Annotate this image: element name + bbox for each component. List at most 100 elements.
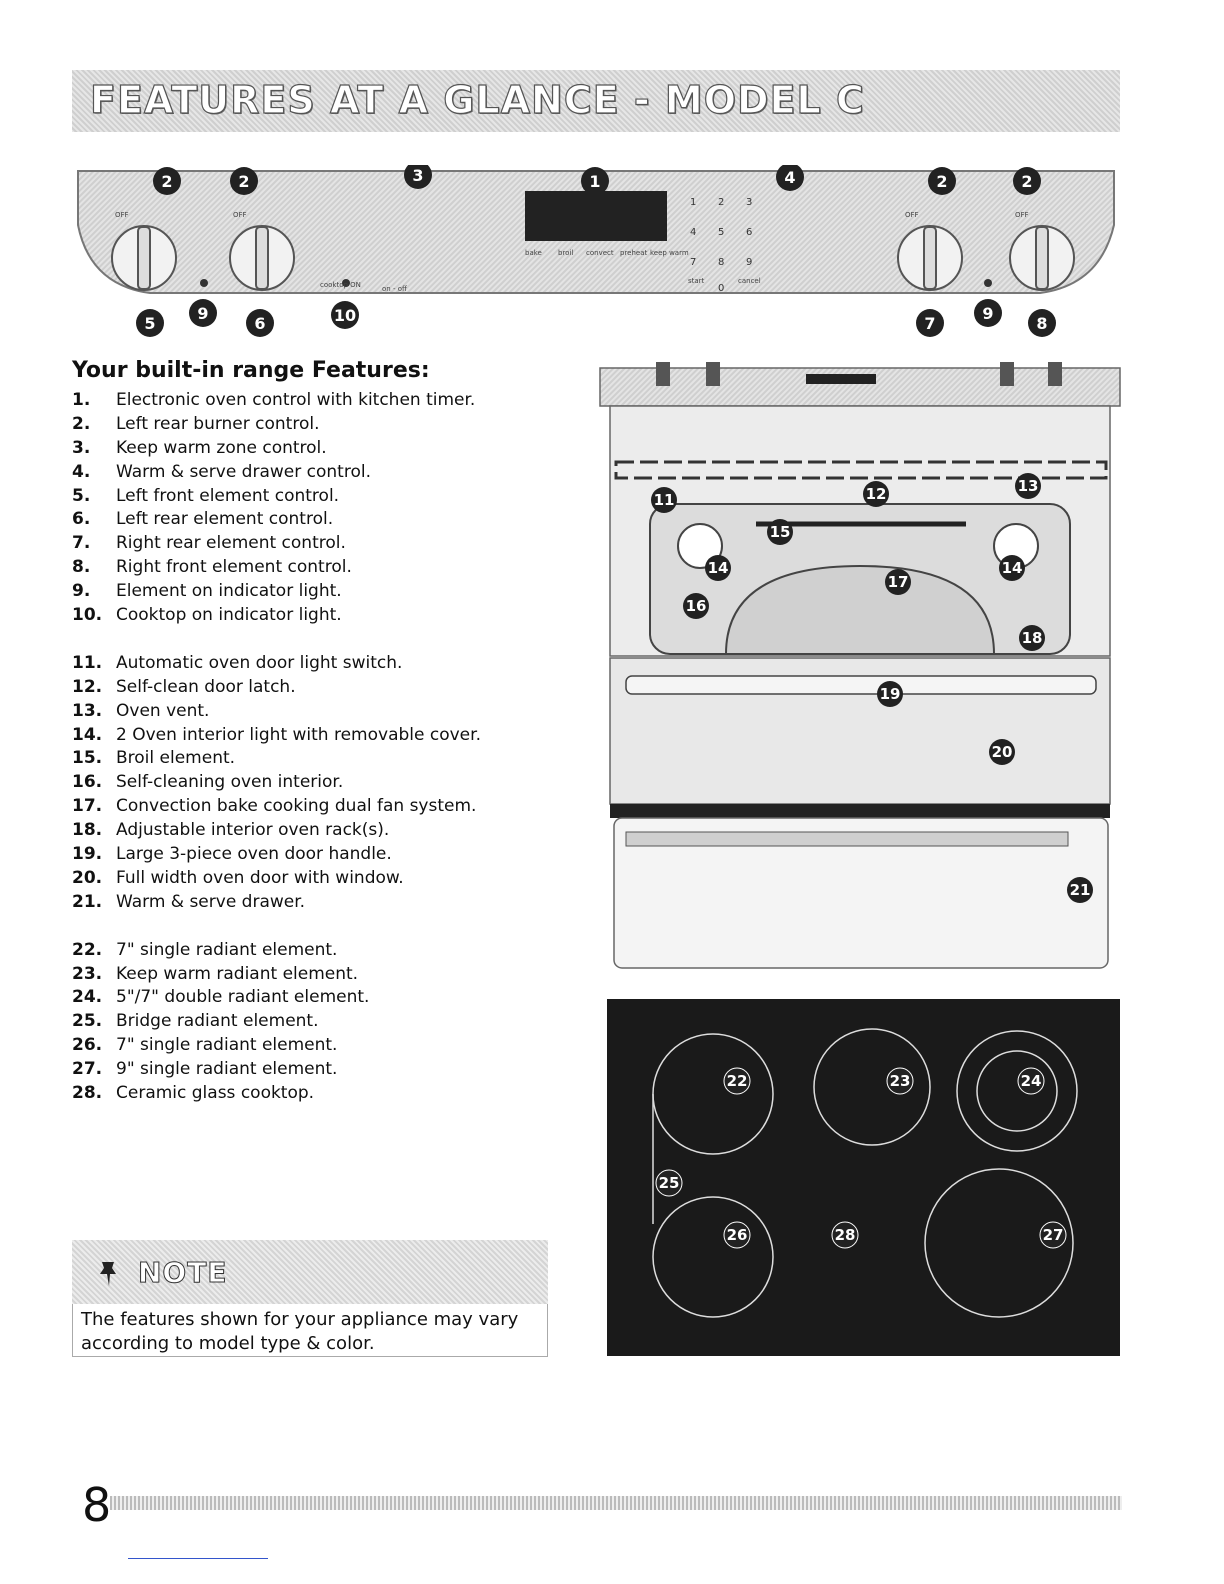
svg-text:start: start xyxy=(688,277,705,285)
list-item: 25.Bridge radiant element. xyxy=(72,1011,319,1032)
callout-28: 28 xyxy=(831,1221,859,1249)
svg-text:14: 14 xyxy=(708,559,729,577)
callout-12: 12 xyxy=(863,481,889,507)
svg-text:18: 18 xyxy=(1022,629,1043,647)
note-header: NOTE xyxy=(72,1240,548,1304)
svg-text:OFF: OFF xyxy=(115,211,129,219)
svg-text:convect: convect xyxy=(586,249,614,257)
callout-3: 3 xyxy=(404,165,432,189)
svg-text:2: 2 xyxy=(1021,172,1032,191)
list-item: 21.Warm & serve drawer. xyxy=(72,891,306,912)
svg-text:2: 2 xyxy=(238,172,249,191)
svg-text:OFF: OFF xyxy=(1015,211,1029,219)
svg-text:3: 3 xyxy=(412,166,423,185)
svg-text:20: 20 xyxy=(992,743,1013,761)
svg-text:6: 6 xyxy=(254,314,265,333)
features-list-controls: 1.Electronic oven control with kitchen t… xyxy=(72,389,572,628)
callout-25: 25 xyxy=(655,1169,683,1197)
callout-16: 16 xyxy=(683,593,709,619)
page-title: FEATURES AT A GLANCE - MODEL C xyxy=(89,77,865,122)
svg-text:preheat: preheat xyxy=(620,249,648,257)
list-item: 6.Left rear element control. xyxy=(72,509,334,530)
callout-27: 27 xyxy=(1039,1221,1067,1249)
svg-text:15: 15 xyxy=(770,523,791,541)
callout-23: 23 xyxy=(886,1067,914,1095)
list-item: 18.Adjustable interior oven rack(s). xyxy=(72,820,390,841)
svg-text:28: 28 xyxy=(835,1226,856,1244)
section-banner: FEATURES AT A GLANCE - MODEL C xyxy=(72,70,1120,132)
callout-18: 18 xyxy=(1019,625,1045,651)
knob-right-rear xyxy=(897,225,963,291)
callout-14a: 14 xyxy=(705,555,731,581)
svg-text:9: 9 xyxy=(746,257,752,268)
svg-text:25: 25 xyxy=(659,1174,680,1192)
list-item: 16.Self-cleaning oven interior. xyxy=(72,772,344,793)
callout-2c: 2 xyxy=(928,167,956,195)
svg-text:21: 21 xyxy=(1070,881,1091,899)
list-item: 3.Keep warm zone control. xyxy=(72,437,327,458)
svg-text:6: 6 xyxy=(746,227,752,238)
list-item: 22.7" single radiant element. xyxy=(72,939,338,960)
svg-text:1: 1 xyxy=(690,197,696,208)
callout-22: 22 xyxy=(723,1067,751,1095)
callout-1: 1 xyxy=(581,167,609,195)
list-item: 19.Large 3-piece oven door handle. xyxy=(72,844,392,865)
list-item: 27.9" single radiant element. xyxy=(72,1059,338,1080)
list-item: 10.Cooktop on indicator light. xyxy=(72,605,342,626)
callout-21: 21 xyxy=(1067,877,1093,903)
callout-4: 4 xyxy=(776,165,804,191)
svg-text:9: 9 xyxy=(982,304,993,323)
svg-text:14: 14 xyxy=(1002,559,1023,577)
svg-text:cooktop ON: cooktop ON xyxy=(320,281,361,289)
svg-text:5: 5 xyxy=(144,314,155,333)
callout-24: 24 xyxy=(1017,1067,1045,1095)
svg-text:cancel: cancel xyxy=(738,277,761,285)
knob-right-front xyxy=(1009,225,1075,291)
svg-text:27: 27 xyxy=(1043,1226,1064,1244)
svg-text:8: 8 xyxy=(1036,314,1047,333)
note-box: NOTE The features shown for your applian… xyxy=(72,1240,548,1358)
pushpin-icon xyxy=(100,1262,116,1286)
svg-text:2: 2 xyxy=(936,172,947,191)
knob-left-front xyxy=(111,225,177,291)
svg-text:10: 10 xyxy=(334,306,356,325)
knob-left-rear xyxy=(229,225,295,291)
callout-2d: 2 xyxy=(1013,167,1041,195)
svg-text:OFF: OFF xyxy=(905,211,919,219)
callout-6: 6 xyxy=(246,309,274,337)
svg-text:bake: bake xyxy=(525,249,542,257)
list-item: 15.Broil element. xyxy=(72,748,236,769)
page-number: 8 xyxy=(82,1478,112,1532)
callout-9a: 9 xyxy=(189,299,217,327)
list-item: 23.Keep warm radiant element. xyxy=(72,963,359,984)
svg-text:7: 7 xyxy=(924,314,935,333)
svg-text:4: 4 xyxy=(690,227,696,238)
svg-text:17: 17 xyxy=(888,573,909,591)
list-item: 8.Right front element control. xyxy=(72,557,352,578)
callout-15: 15 xyxy=(767,519,793,545)
features-list-oven: 11.Automatic oven door light switch. 12.… xyxy=(72,652,572,915)
list-item: 11.Automatic oven door light switch. xyxy=(72,652,403,673)
callout-26: 26 xyxy=(723,1221,751,1249)
callout-19: 19 xyxy=(877,681,903,707)
list-item: 14.2 Oven interior light with removable … xyxy=(72,724,481,745)
list-item: 26.7" single radiant element. xyxy=(72,1035,338,1056)
svg-text:7: 7 xyxy=(690,257,696,268)
list-item: 28.Ceramic glass cooktop. xyxy=(72,1083,315,1104)
callout-17: 17 xyxy=(885,569,911,595)
svg-text:24: 24 xyxy=(1021,1072,1042,1090)
svg-text:1: 1 xyxy=(589,172,600,191)
list-item: 1.Electronic oven control with kitchen t… xyxy=(72,390,476,410)
svg-text:9: 9 xyxy=(197,304,208,323)
callout-20: 20 xyxy=(989,739,1015,765)
svg-text:on - off: on - off xyxy=(382,285,407,293)
svg-text:22: 22 xyxy=(727,1072,748,1090)
svg-text:26: 26 xyxy=(727,1226,748,1244)
svg-text:keep warm: keep warm xyxy=(650,249,689,257)
features-list-cooktop: 22.7" single radiant element. 23.Keep wa… xyxy=(72,939,572,1106)
note-body: The features shown for your appliance ma… xyxy=(72,1304,548,1357)
svg-text:23: 23 xyxy=(890,1072,911,1090)
svg-text:OFF: OFF xyxy=(233,211,247,219)
list-item: 24.5"/7" double radiant element. xyxy=(72,987,370,1008)
